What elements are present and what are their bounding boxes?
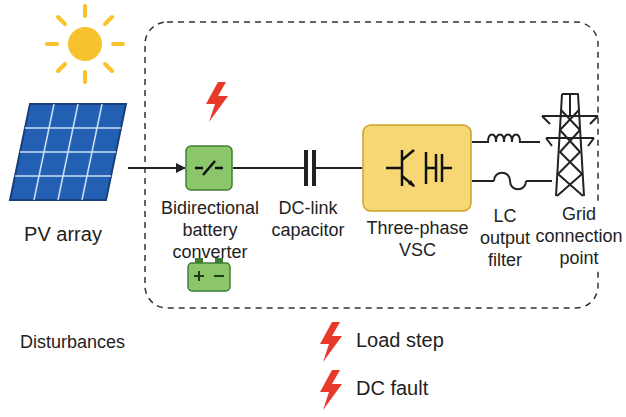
filter-wire (472, 173, 552, 190)
component-label: Bidirectional battery converter (145, 198, 275, 264)
component-label: LC output filter (476, 206, 534, 272)
legend-bolt (320, 322, 342, 362)
component-label: DC-link capacitor (258, 198, 358, 242)
legend-bolt (320, 370, 342, 410)
component-label: Three-phase VSC (360, 218, 475, 262)
component-symbol (362, 124, 472, 212)
battery-icon (188, 258, 230, 291)
component-symbol (296, 146, 324, 190)
section-label: Disturbances (20, 332, 125, 352)
component-node: Three-phase VSC (360, 124, 475, 262)
legend-text-holder: DC fault (356, 377, 428, 400)
fault-bolt (206, 82, 228, 122)
component-symbol (484, 128, 524, 156)
component-label: PV array (8, 222, 118, 246)
component-symbol (540, 90, 600, 198)
legend-text-holder: Load step (356, 329, 444, 352)
component-node: Grid connection point (534, 90, 624, 270)
sun-icon (47, 6, 123, 82)
connector (524, 141, 540, 143)
component-symbol (8, 102, 128, 202)
legend-text: Load step (356, 329, 444, 351)
component-label: Grid connection point (534, 204, 624, 270)
connector (472, 141, 484, 143)
component-symbol (185, 145, 233, 191)
legend-text: DC fault (356, 377, 428, 399)
component-node: LC output filter (476, 128, 534, 272)
section-label-holder: Disturbances (20, 332, 125, 353)
connector (233, 167, 296, 169)
system-boundary (145, 22, 598, 308)
connector (128, 167, 185, 169)
connector (324, 167, 362, 169)
component-node: PV array (8, 102, 128, 246)
component-node: DC-link capacitor (258, 146, 358, 242)
component-node: Bidirectional battery converter (145, 145, 275, 264)
